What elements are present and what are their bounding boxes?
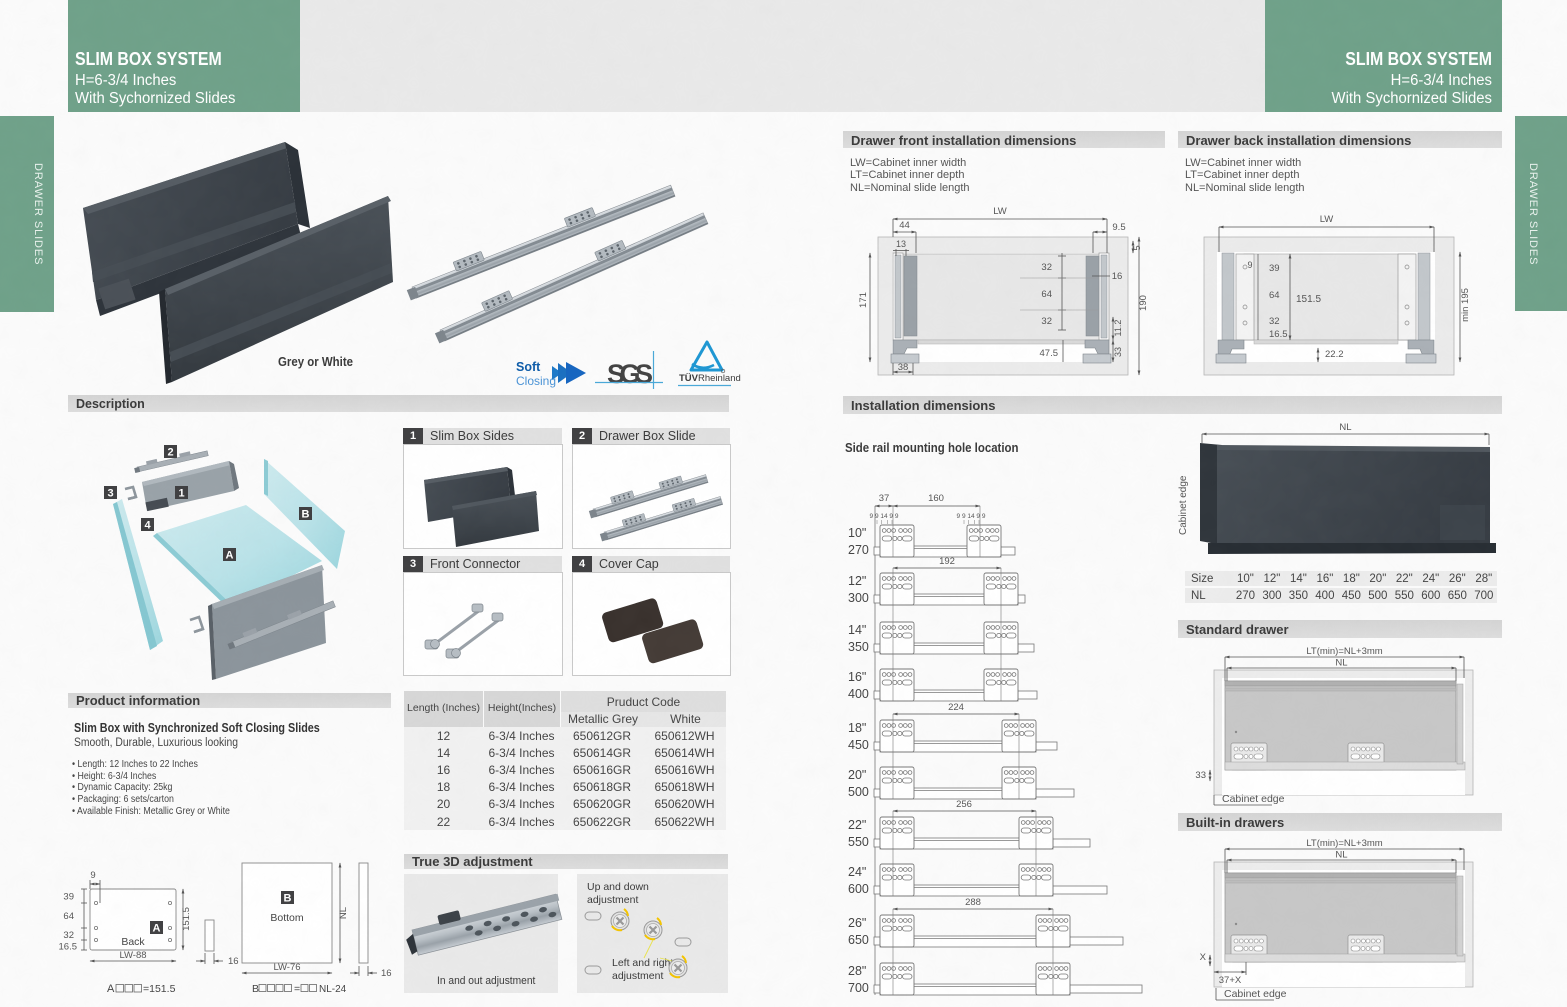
svg-text:64: 64 bbox=[1041, 289, 1052, 300]
svg-text:37+X: 37+X bbox=[1219, 975, 1242, 986]
svg-text:650: 650 bbox=[848, 933, 869, 947]
svg-text:32: 32 bbox=[1041, 262, 1052, 273]
svg-text:26": 26" bbox=[848, 916, 866, 930]
svg-text:39: 39 bbox=[63, 892, 74, 903]
svg-text:14": 14" bbox=[848, 623, 866, 637]
svg-text:33: 33 bbox=[1113, 347, 1123, 357]
svg-text:9.5: 9.5 bbox=[1112, 222, 1125, 233]
svg-text:64: 64 bbox=[1269, 290, 1280, 301]
svg-text:9 9 14 9 9: 9 9 14 9 9 bbox=[957, 513, 986, 520]
svg-text:10": 10" bbox=[848, 526, 866, 540]
svg-text:224: 224 bbox=[948, 702, 964, 713]
svg-text:NL: NL bbox=[338, 907, 349, 919]
svg-text:min 195: min 195 bbox=[1460, 288, 1471, 322]
svg-text:TÜVRheinland: TÜVRheinland bbox=[679, 373, 741, 384]
svg-text:151.5: 151.5 bbox=[1296, 294, 1321, 305]
svg-text:=: = bbox=[294, 983, 300, 995]
svg-text:16: 16 bbox=[1112, 271, 1123, 282]
svg-text:NL-24: NL-24 bbox=[319, 984, 347, 995]
svg-text:450: 450 bbox=[848, 738, 869, 752]
svg-text:18": 18" bbox=[848, 721, 866, 735]
svg-text:171: 171 bbox=[858, 292, 869, 308]
svg-text:NL: NL bbox=[1339, 422, 1351, 433]
svg-text:Closing: Closing bbox=[516, 374, 556, 388]
svg-text:X: X bbox=[1200, 952, 1207, 963]
svg-text:550: 550 bbox=[848, 835, 869, 849]
svg-text:LW-88: LW-88 bbox=[119, 950, 146, 961]
svg-text:Back: Back bbox=[121, 936, 145, 948]
svg-text:A: A bbox=[153, 923, 161, 935]
svg-text:B: B bbox=[284, 893, 292, 905]
svg-text:NL: NL bbox=[1335, 658, 1347, 669]
svg-text:5: 5 bbox=[1132, 245, 1143, 250]
svg-text:NL: NL bbox=[1335, 850, 1347, 861]
svg-text:47.5: 47.5 bbox=[1040, 348, 1059, 359]
svg-text:13: 13 bbox=[896, 239, 906, 249]
svg-text:500: 500 bbox=[848, 785, 869, 799]
svg-text:16.5: 16.5 bbox=[1269, 329, 1288, 340]
svg-text:16": 16" bbox=[848, 670, 866, 684]
svg-text:SGS: SGS bbox=[607, 359, 653, 389]
svg-text:2: 2 bbox=[167, 447, 173, 459]
svg-text:4: 4 bbox=[144, 520, 151, 532]
svg-text:Cabinet edge: Cabinet edge bbox=[1222, 793, 1285, 805]
svg-text:39: 39 bbox=[1269, 263, 1280, 274]
svg-text:Cabinet edge: Cabinet edge bbox=[1178, 475, 1189, 535]
svg-text:11.2: 11.2 bbox=[1113, 320, 1123, 337]
svg-text:64: 64 bbox=[63, 911, 74, 922]
svg-text:192: 192 bbox=[939, 556, 955, 567]
svg-text:32: 32 bbox=[63, 930, 74, 941]
svg-text:270: 270 bbox=[848, 543, 869, 557]
svg-text:32: 32 bbox=[1269, 316, 1280, 327]
svg-text:32: 32 bbox=[1041, 316, 1052, 327]
svg-text:24": 24" bbox=[848, 865, 866, 879]
svg-text:288: 288 bbox=[965, 897, 981, 908]
svg-text:12": 12" bbox=[848, 574, 866, 588]
svg-text:9: 9 bbox=[90, 870, 95, 881]
svg-text:38: 38 bbox=[898, 362, 909, 373]
svg-text:700: 700 bbox=[848, 981, 869, 995]
svg-text:151.5: 151.5 bbox=[181, 907, 192, 931]
svg-text:B: B bbox=[302, 509, 310, 521]
svg-text:Bottom: Bottom bbox=[270, 912, 304, 924]
svg-text:9: 9 bbox=[1247, 260, 1252, 270]
svg-text:LW: LW bbox=[1320, 214, 1334, 225]
svg-text:16.5: 16.5 bbox=[59, 942, 78, 953]
svg-text:A: A bbox=[226, 550, 234, 562]
svg-text:LW-76: LW-76 bbox=[273, 962, 300, 973]
svg-text:Cabinet edge: Cabinet edge bbox=[1224, 988, 1287, 1000]
svg-text:B: B bbox=[252, 983, 259, 995]
svg-text:22": 22" bbox=[848, 818, 866, 832]
svg-text:=151.5: =151.5 bbox=[143, 983, 176, 995]
svg-text:44: 44 bbox=[899, 220, 910, 231]
svg-text:A: A bbox=[107, 983, 115, 995]
svg-text:256: 256 bbox=[956, 799, 972, 810]
svg-text:9 9 14 9 9: 9 9 14 9 9 bbox=[870, 513, 899, 520]
svg-text:33: 33 bbox=[1195, 770, 1206, 781]
svg-text:300: 300 bbox=[848, 591, 869, 605]
svg-text:16: 16 bbox=[381, 968, 392, 979]
svg-text:600: 600 bbox=[848, 882, 869, 896]
svg-text:Soft: Soft bbox=[516, 360, 541, 374]
svg-text:3: 3 bbox=[107, 488, 113, 500]
svg-text:190: 190 bbox=[1138, 295, 1149, 311]
svg-text:LW: LW bbox=[993, 206, 1007, 217]
svg-text:1: 1 bbox=[178, 488, 184, 500]
svg-text:16: 16 bbox=[228, 956, 239, 967]
svg-text:20": 20" bbox=[848, 768, 866, 782]
svg-text:28": 28" bbox=[848, 964, 866, 978]
svg-text:LT(min)=NL+3mm: LT(min)=NL+3mm bbox=[1306, 838, 1382, 849]
svg-text:400: 400 bbox=[848, 687, 869, 701]
svg-text:LT(min)=NL+3mm: LT(min)=NL+3mm bbox=[1306, 646, 1382, 657]
svg-text:350: 350 bbox=[848, 640, 869, 654]
svg-text:22.2: 22.2 bbox=[1325, 349, 1344, 360]
svg-text:160: 160 bbox=[928, 493, 944, 504]
svg-text:37: 37 bbox=[879, 493, 890, 504]
